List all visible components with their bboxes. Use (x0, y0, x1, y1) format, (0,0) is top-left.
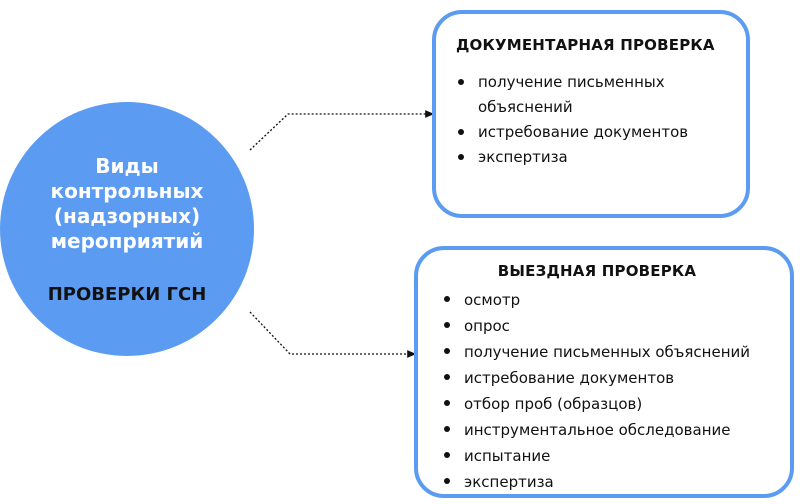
list-item: испытание (442, 443, 772, 469)
center-title-line: контрольных (50, 178, 204, 203)
list-item: истребование документов (456, 120, 728, 145)
list-item: получение письменных объяснений (442, 339, 772, 365)
list-item: осмотр (442, 287, 772, 313)
field-check-box: ВЫЕЗДНАЯ ПРОВЕРКА осмотр опрос получение… (414, 246, 794, 498)
list-item: истребование документов (442, 365, 772, 391)
center-title-line: мероприятий (50, 228, 204, 253)
connector-to-doc-check (249, 110, 435, 151)
center-title-line: Виды (95, 153, 159, 178)
list-item: экспертиза (456, 145, 728, 170)
list-item: опрос (442, 313, 772, 339)
center-subtitle: ПРОВЕРКИ ГСН (47, 283, 207, 305)
field-check-title: ВЫЕЗДНАЯ ПРОВЕРКА (497, 262, 697, 280)
center-title: Виды контрольных (надзорных) мероприятий (51, 154, 204, 254)
center-title-line: (надзорных) (53, 203, 201, 228)
doc-check-title: ДОКУМЕНТАРНАЯ ПРОВЕРКА (456, 36, 715, 54)
field-check-list: осмотр опрос получение письменных объясн… (442, 287, 772, 495)
list-item: инструментальное обследование (442, 417, 772, 443)
connector-to-field-check (249, 311, 417, 358)
doc-check-list: получение письменных объяснений истребов… (456, 70, 728, 170)
list-item: экспертиза (442, 469, 772, 495)
center-circle: Виды контрольных (надзорных) мероприятий… (0, 102, 254, 356)
doc-check-box: ДОКУМЕНТАРНАЯ ПРОВЕРКА получение письмен… (432, 10, 750, 218)
list-item: получение письменных объяснений (456, 70, 728, 120)
list-item: отбор проб (образцов) (442, 391, 772, 417)
